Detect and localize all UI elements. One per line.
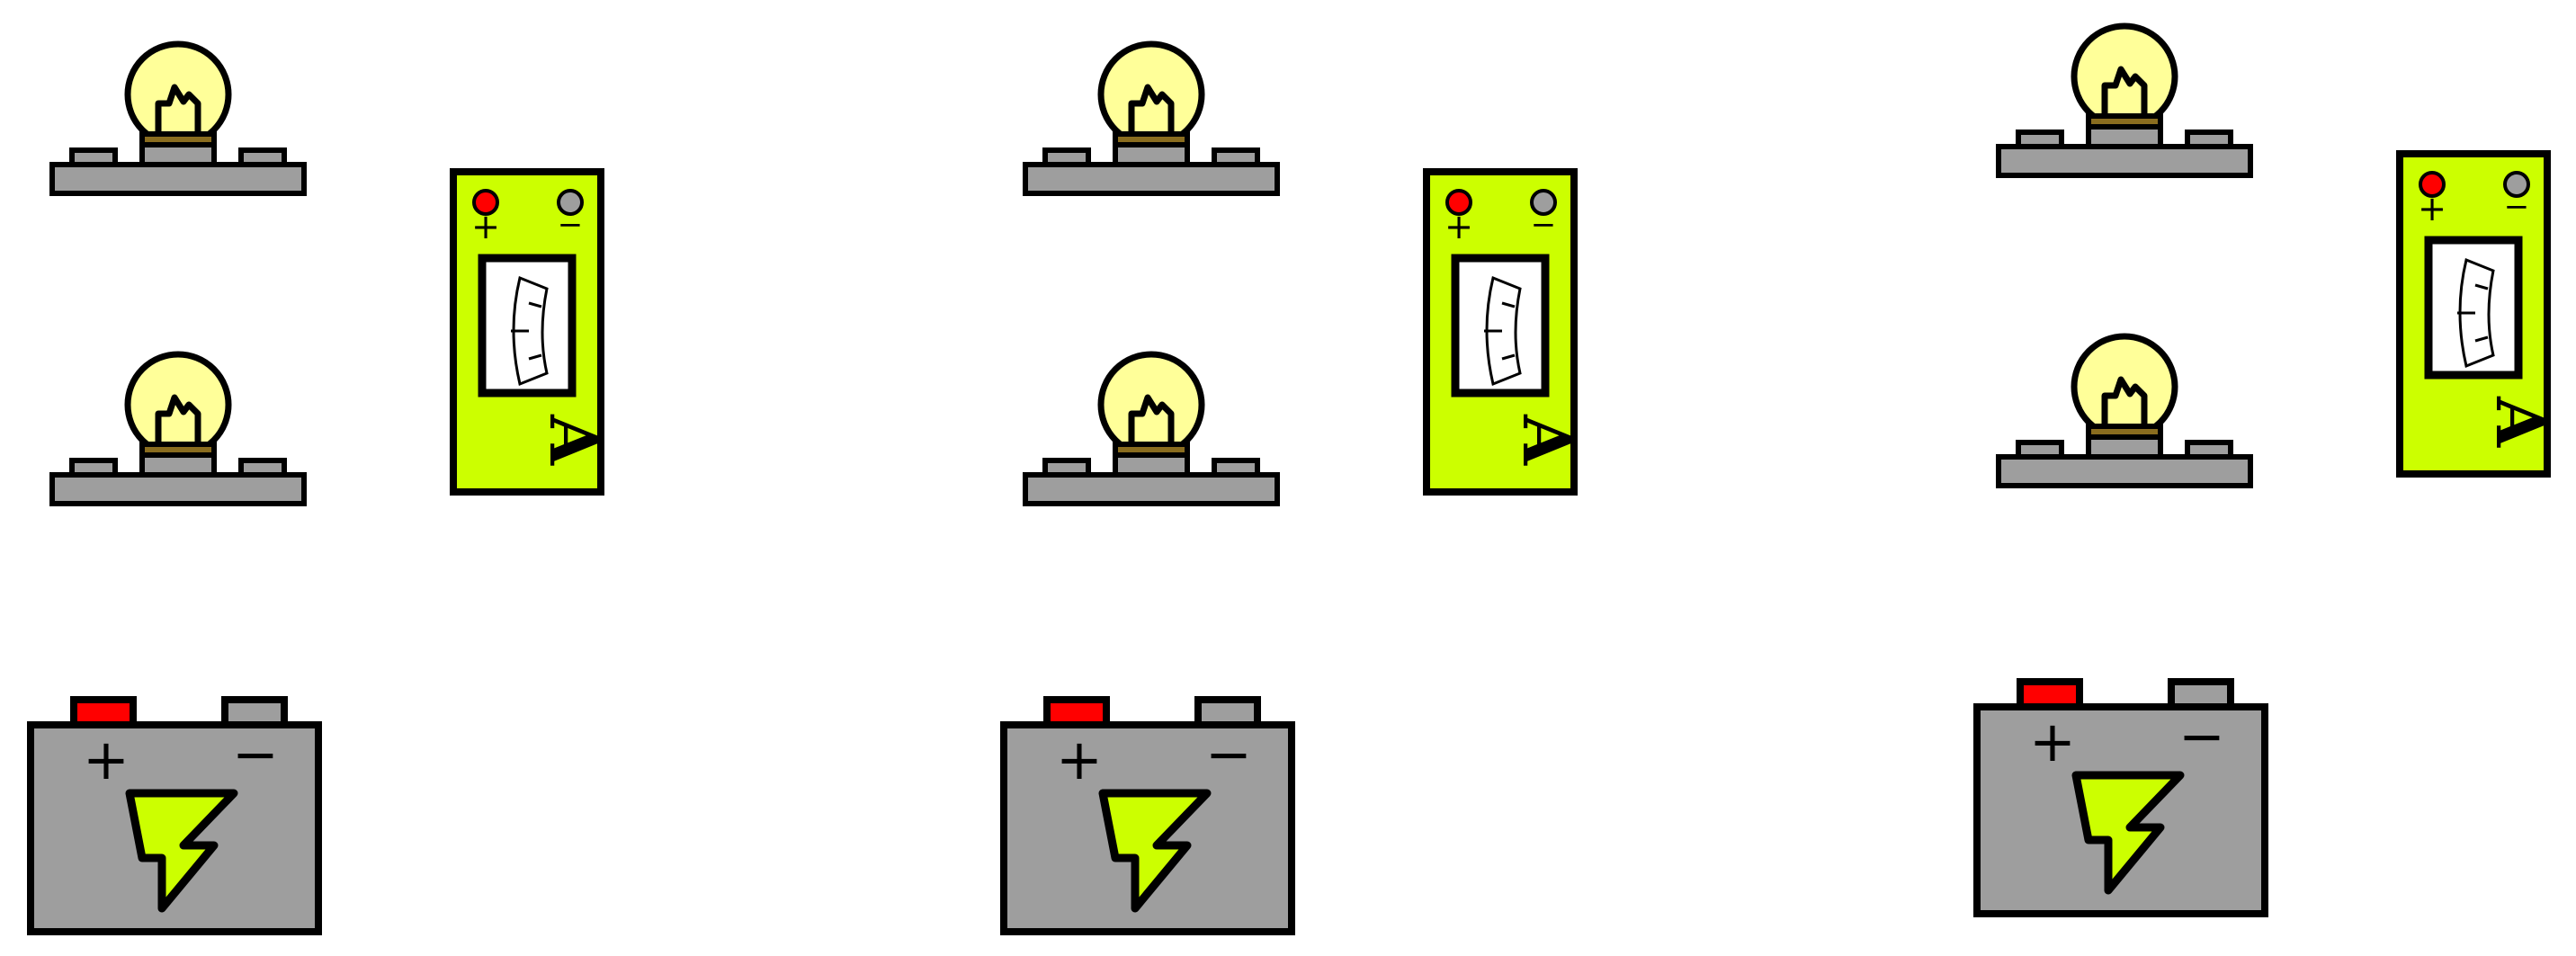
- lightning-bolt-icon: [1098, 789, 1212, 913]
- ammeter-letter: A: [535, 414, 612, 466]
- minus-sign: −: [558, 207, 584, 243]
- battery-icon: +−: [1973, 678, 2268, 917]
- positive-terminal: [2419, 171, 2446, 198]
- circuit-1: +−A+−: [27, 40, 612, 935]
- minus-sign: −: [2504, 189, 2530, 225]
- plus-sign: +: [2029, 709, 2076, 774]
- minus-sign: −: [232, 721, 279, 787]
- plus-sign: +: [83, 727, 130, 792]
- negative-terminal: [2503, 171, 2530, 198]
- negative-terminal: [1530, 189, 1557, 216]
- plus-sign: +: [471, 207, 500, 246]
- positive-terminal: [1445, 189, 1472, 216]
- light-bulb-icon: [49, 40, 307, 196]
- plus-sign: +: [1445, 207, 1473, 246]
- ammeter-icon: + − A: [450, 168, 612, 496]
- ammeter-icon: + − A: [2396, 150, 2558, 478]
- light-bulb-icon: [1023, 40, 1280, 196]
- minus-sign: −: [2178, 703, 2225, 769]
- plus-sign: +: [2418, 189, 2446, 228]
- plus-sign: +: [1056, 727, 1103, 792]
- light-bulb-icon: [49, 351, 307, 506]
- light-bulb-icon: [1023, 351, 1280, 506]
- minus-sign: −: [1205, 721, 1252, 787]
- ammeter-letter: A: [1508, 414, 1585, 466]
- lightning-bolt-icon: [125, 789, 238, 913]
- circuit-2: +−A+−: [1000, 40, 1585, 935]
- ammeter-icon: + − A: [1423, 168, 1585, 496]
- negative-terminal: [557, 189, 584, 216]
- circuit-3: +−A+−: [1973, 22, 2558, 917]
- light-bulb-icon: [1996, 333, 2253, 488]
- minus-sign: −: [1531, 207, 1557, 243]
- lightning-bolt-icon: [2071, 771, 2185, 895]
- light-bulb-icon: [1996, 22, 2253, 178]
- ammeter-letter: A: [2482, 396, 2558, 448]
- battery-icon: +−: [1000, 696, 1295, 935]
- positive-terminal: [472, 189, 499, 216]
- battery-icon: +−: [27, 696, 322, 935]
